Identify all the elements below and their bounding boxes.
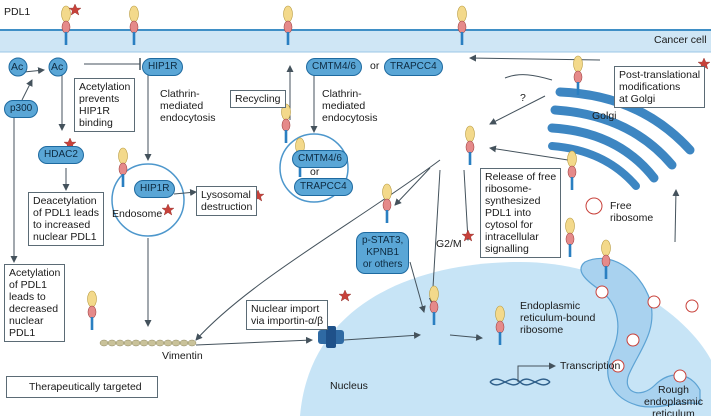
hdac2-pill: HDAC2 [38, 146, 84, 164]
dna-helix [489, 378, 551, 386]
vimentin-label: Vimentin [162, 350, 203, 362]
transcription-label: Transcription [560, 360, 621, 372]
er-ribosome-label: Endoplasmic reticulum-bound ribosome [520, 300, 596, 336]
rough-er-shape [580, 257, 701, 408]
clathrin-box-1: Clathrin- mediated endocytosis [156, 86, 220, 126]
or-membrane-label: or [370, 60, 380, 72]
trapcc4-vesicle-pill: TRAPCC4 [294, 178, 353, 196]
endosome-label: Endosome [112, 208, 163, 220]
nuclear-pore [318, 326, 344, 348]
pstat3-pill: p-STAT3, KPNB1 or others [356, 232, 410, 274]
free-ribosome-label: Free ribosome [610, 200, 654, 224]
legend: Therapeutically targeted [6, 376, 158, 398]
post-translational-box: Post-translational modifications at Golg… [614, 66, 706, 108]
acetylation-decreased-box: Acetylation of PDL1 leads to decreased n… [4, 264, 66, 342]
vimentin-filament [99, 339, 197, 347]
cell-membrane [0, 30, 711, 52]
rough-er-label: Rough endoplasmic reticulum [644, 384, 703, 416]
pdl1-label: PDL1 [4, 6, 31, 18]
ac-left-label: Ac [11, 61, 24, 73]
cmtm46-membrane-pill: CMTM4/6 [306, 58, 362, 76]
nuclear-import-box: Nuclear import via importin-α/β [246, 300, 329, 330]
recycling-label: Recycling [230, 90, 286, 108]
hip1r-endosome-pill: HIP1R [134, 180, 176, 198]
or-vesicle-label: or [310, 166, 320, 178]
deacetylation-box: Deacetylation of PDL1 leads to increased… [28, 192, 104, 246]
p300-pill: p300 [4, 100, 39, 118]
hip1r-membrane-pill: HIP1R [142, 58, 184, 76]
acetylation-hip1r-box: Acetylation prevents HIP1R binding [74, 78, 136, 132]
cmtm46-vesicle-pill: CMTM4/6 [292, 150, 348, 168]
golgi-label: Golgi [592, 110, 617, 122]
question-mark-label: ? [520, 92, 526, 104]
g2m-label: G2/M [436, 238, 462, 250]
release-free-box: Release of free ribosome- synthesized PD… [480, 168, 562, 258]
nucleus-label: Nucleus [330, 380, 368, 392]
lysosomal-box: Lysosomal destruction [196, 186, 258, 216]
clathrin-box-2: Clathrin- mediated endocytosis [318, 86, 382, 126]
er-ribosomes [595, 285, 699, 383]
legend-text: Therapeutically targeted [29, 381, 142, 393]
ac-right-label: Ac [51, 61, 64, 73]
cancer-cell-label: Cancer cell [654, 34, 707, 46]
trapcc4-membrane-pill: TRAPCC4 [384, 58, 443, 76]
